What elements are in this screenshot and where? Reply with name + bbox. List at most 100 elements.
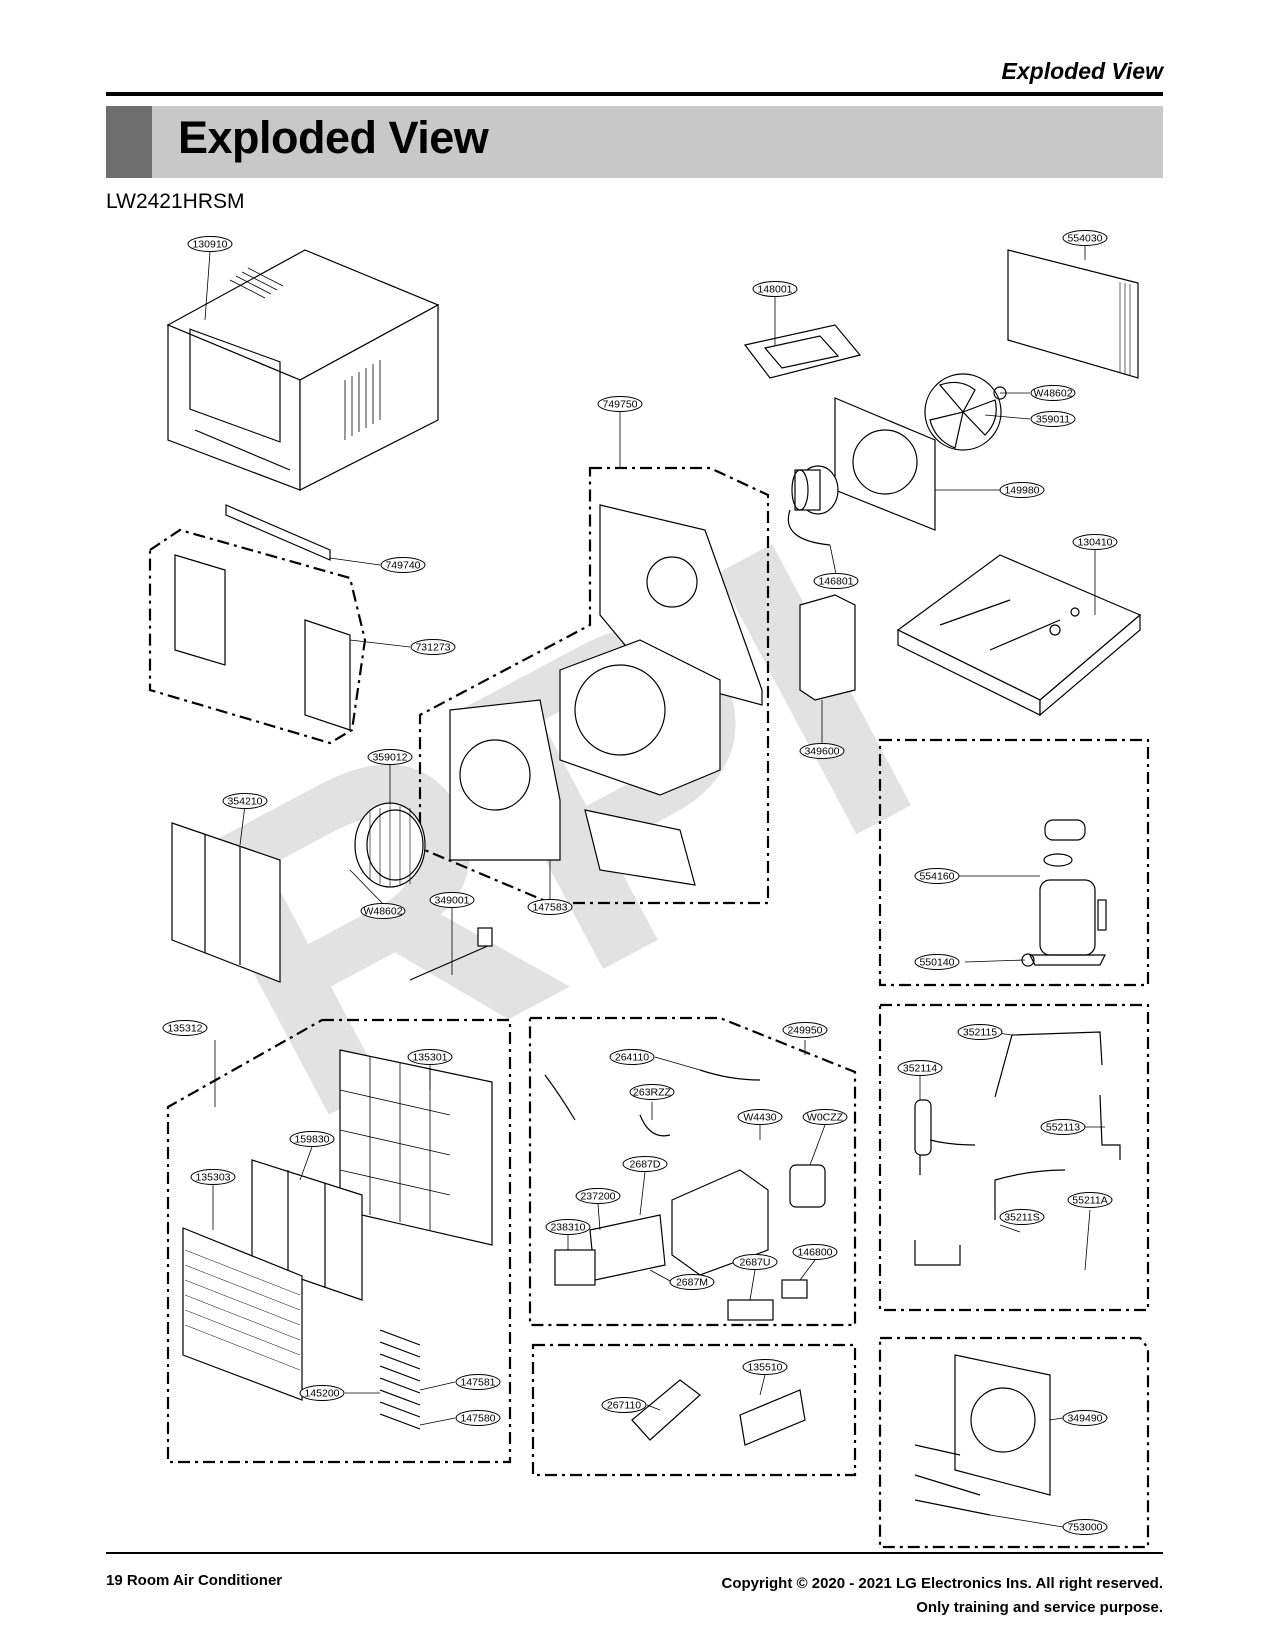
- part-code: 249950: [787, 1025, 822, 1037]
- part-label-147583: 147583: [527, 899, 573, 915]
- part-label-349001: 349001: [429, 892, 475, 908]
- part-code: W48602: [1033, 388, 1072, 400]
- part-code: 554160: [919, 871, 954, 883]
- part-label-749740: 749740: [380, 557, 426, 573]
- part-code: 130410: [1077, 537, 1112, 549]
- footer-copyright-block: Copyright © 2020 - 2021 LG Electronics I…: [722, 1572, 1163, 1620]
- part-code: 147583: [532, 902, 567, 914]
- part-code: 2687U: [740, 1257, 771, 1269]
- part-label-354210: 354210: [222, 793, 268, 809]
- rear-shroud-drawing: [914, 1354, 1051, 1516]
- footer-page-label: 19 Room Air Conditioner: [106, 1572, 283, 1589]
- part-code: 554030: [1067, 233, 1102, 245]
- axial-fan-drawing: [924, 373, 1007, 451]
- banner-tab: [106, 106, 152, 178]
- part-code: 550140: [919, 957, 954, 969]
- filter-drawing: [251, 1159, 363, 1301]
- part-code: W48602: [363, 906, 402, 918]
- part-code: 146801: [818, 576, 853, 588]
- part-code: 147581: [460, 1377, 495, 1389]
- part-code: 135301: [412, 1052, 447, 1064]
- part-label-159830: 159830: [289, 1131, 335, 1147]
- bar-drawing: [225, 504, 331, 561]
- part-code: 349490: [1067, 1413, 1102, 1425]
- part-label-w48602: W48602: [1030, 385, 1076, 401]
- part-code: 135312: [167, 1023, 202, 1035]
- part-code: 264110: [615, 1052, 649, 1064]
- part-code: 349600: [804, 746, 839, 758]
- part-code: W4430: [743, 1112, 776, 1124]
- part-label-w4430: W4430: [737, 1109, 783, 1125]
- part-label-135303: 135303: [190, 1169, 236, 1185]
- part-label-2687u: 2687U: [732, 1254, 778, 1270]
- part-code: 148001: [757, 284, 792, 296]
- part-label-w48602: W48602: [360, 903, 406, 919]
- part-label-135301: 135301: [407, 1049, 453, 1065]
- part-label-264110: 264110: [609, 1049, 655, 1065]
- part-code: 55211A: [1072, 1195, 1107, 1207]
- bracket-drawing: [743, 324, 862, 379]
- part-label-130910: 130910: [187, 236, 233, 252]
- part-code: 135303: [195, 1172, 230, 1184]
- motor-drawing: [787, 465, 839, 546]
- part-label-731273: 731273: [410, 639, 456, 655]
- part-code: 2687M: [676, 1277, 708, 1289]
- part-label-550140: 550140: [914, 954, 960, 970]
- remote-drawing: [631, 1379, 806, 1446]
- section-header-label: Exploded View: [1001, 58, 1163, 84]
- footer-rule: [106, 1552, 1163, 1554]
- model-number: LW2421HRSM: [106, 190, 245, 213]
- part-label-135312: 135312: [162, 1020, 208, 1036]
- part-label-552113: 552113: [1040, 1119, 1086, 1135]
- blower-drawing: [354, 802, 426, 888]
- cabinet-drawing: [166, 249, 440, 491]
- part-label-147580: 147580: [455, 1410, 501, 1426]
- part-label-148001: 148001: [752, 281, 798, 297]
- part-label-237200: 237200: [575, 1188, 621, 1204]
- part-code: 753000: [1067, 1522, 1102, 1534]
- shroud-drawing: [834, 397, 936, 531]
- part-code: 552113: [1046, 1122, 1080, 1134]
- part-code: 354210: [227, 796, 262, 808]
- part-code: 2687D: [630, 1159, 661, 1171]
- part-label-352115: 352115: [957, 1024, 1003, 1040]
- part-label-249950: 249950: [782, 1022, 828, 1038]
- header-rule: [106, 92, 1163, 96]
- part-label-2687d: 2687D: [622, 1156, 668, 1172]
- part-label-146800: 146800: [792, 1244, 838, 1260]
- part-label-135510: 135510: [742, 1359, 788, 1375]
- part-code: 349001: [434, 895, 469, 907]
- part-code: 147580: [460, 1413, 495, 1425]
- part-label-w0czz: W0CZZ: [802, 1109, 848, 1125]
- part-label-35211s: 35211S: [999, 1209, 1045, 1225]
- part-label-352114: 352114: [897, 1060, 943, 1076]
- part-code: 731273: [415, 642, 450, 654]
- part-label-147581: 147581: [455, 1374, 501, 1390]
- part-code: 267110: [607, 1400, 641, 1412]
- copyright-text: Copyright © 2020 - 2021 LG Electronics I…: [721, 1575, 1163, 1592]
- usage-note: Only training and service purpose.: [916, 1599, 1163, 1616]
- part-code: 352114: [903, 1063, 937, 1075]
- part-label-349490: 349490: [1062, 1410, 1108, 1426]
- rod-drawing: [409, 944, 491, 981]
- part-label-145200: 145200: [299, 1385, 345, 1401]
- condenser-coil-drawing: [1007, 249, 1139, 379]
- page-title: Exploded View: [178, 112, 489, 163]
- front-frame-drawing: [339, 1049, 493, 1246]
- part-code: 130910: [192, 239, 227, 251]
- part-code: 749750: [602, 399, 637, 411]
- part-label-263rzz: 263RZZ: [629, 1084, 675, 1100]
- part-label-554160: 554160: [914, 868, 960, 884]
- part-label-359011: 359011: [1030, 411, 1076, 427]
- compressor-drawing: [1021, 819, 1107, 967]
- control-bracket-drawing: [799, 594, 856, 701]
- piping-drawing: [914, 1031, 1121, 1266]
- part-label-149980: 149980: [999, 482, 1045, 498]
- evaporator-drawing: [171, 822, 281, 983]
- part-code: 146800: [797, 1247, 832, 1259]
- part-code: 359012: [372, 752, 407, 764]
- electrical-drawing: [544, 1069, 826, 1321]
- part-code: 35211S: [1004, 1212, 1039, 1224]
- part-label-130410: 130410: [1072, 534, 1118, 550]
